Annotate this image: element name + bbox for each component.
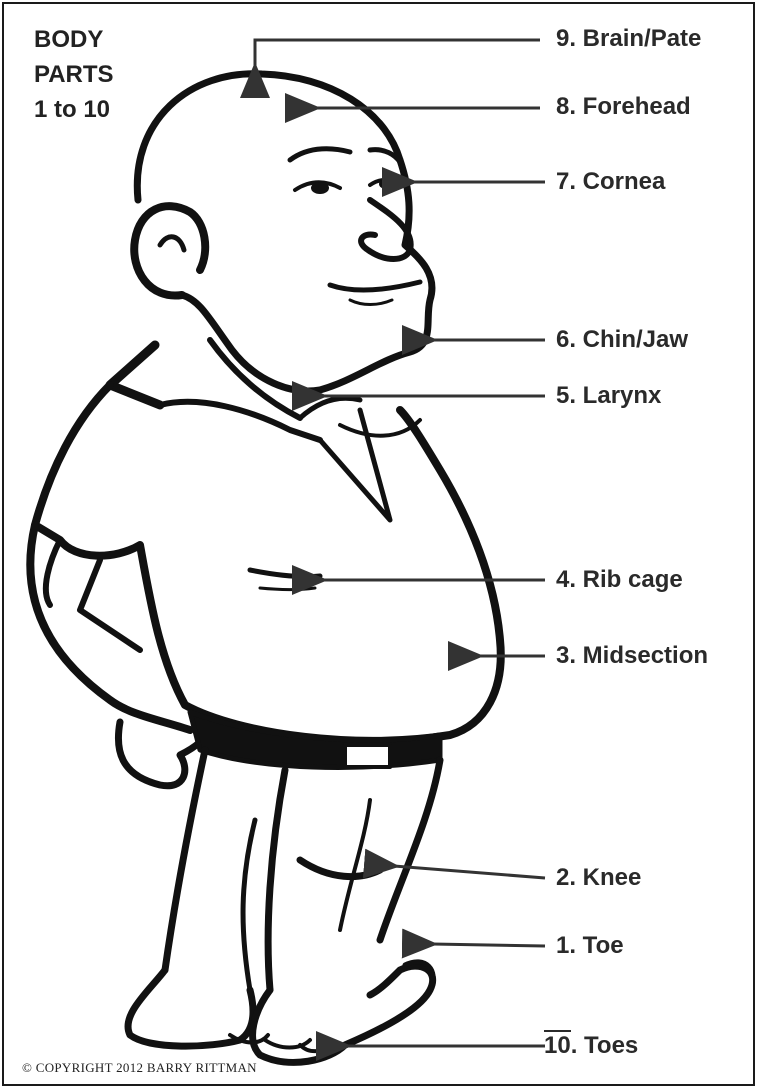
trousers [165,750,440,990]
label-ribcage: 4. Rib cage [556,566,683,594]
label-larynx: 5. Larynx [556,382,661,410]
arrow-brain [255,40,540,68]
head-outline [137,74,432,391]
label-chin: 6. Chin/Jaw [556,326,688,354]
label-toes-number: 10 [544,1030,571,1059]
copyright-notice: © COPYRIGHT 2012 BARRY RITTMAN [22,1060,257,1076]
label-midsection: 3. Midsection [556,642,708,670]
shirt [35,385,501,741]
label-forehead: 8. Forehead [556,93,691,121]
label-knee: 2. Knee [556,864,641,892]
label-toes-text: . Toes [571,1032,639,1059]
label-toe: 1. Toe [556,932,624,960]
label-toes: 10. Toes [544,1032,638,1060]
left-foot [128,970,253,1046]
label-cornea: 7. Cornea [556,168,665,196]
label-brain: 9. Brain/Pate [556,25,701,53]
arrow-knee [394,866,545,878]
arrow-toe [432,944,545,946]
ear [134,206,205,295]
